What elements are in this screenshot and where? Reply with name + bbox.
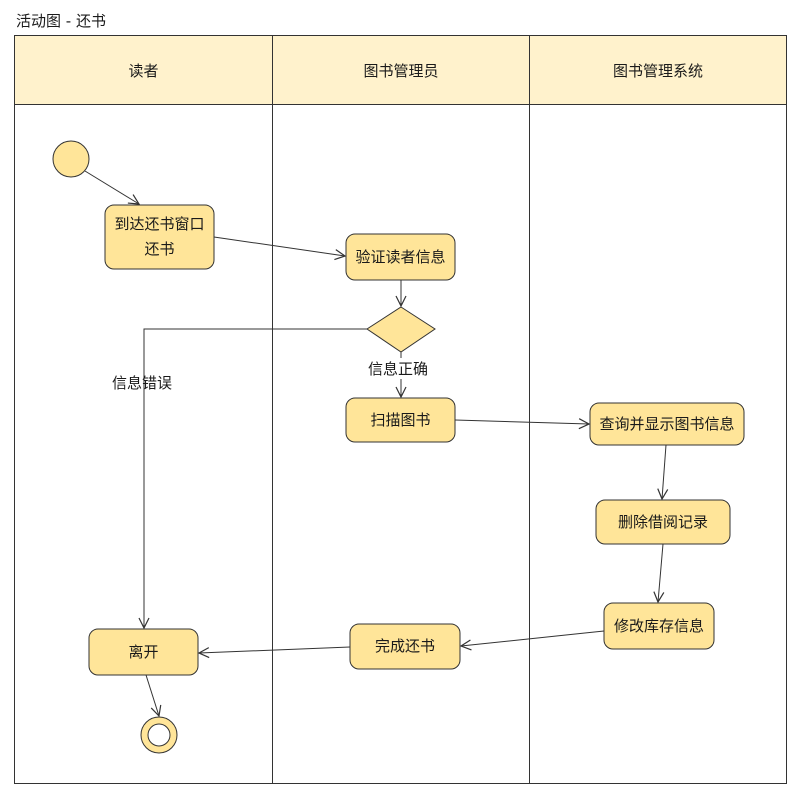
activity-update-label: 修改库存信息: [613, 616, 704, 635]
guard-error-label: 信息错误: [112, 374, 173, 392]
initial-node: [52, 140, 90, 178]
lane-header-background: [14, 35, 787, 105]
edge-query-to-delete: [662, 444, 666, 499]
activity-arrive-label: 到达还书窗口 还书: [114, 215, 205, 258]
lane-header-reader: 读者: [128, 61, 159, 80]
guard-correct-label: 信息正确: [368, 358, 429, 379]
edge-update-to-complete: [461, 630, 605, 646]
edge-delete-to-update: [658, 543, 663, 602]
edge-complete-to-leave: [199, 646, 351, 653]
activity-query-label: 查询并显示图书信息: [599, 414, 735, 433]
activity-scan-label: 扫描图书: [370, 410, 431, 429]
edge-decision-to-leave: [144, 328, 367, 628]
edge-leave-to-end: [145, 674, 159, 716]
lane-header-system: 图书管理系统: [612, 61, 703, 80]
activity-verify-label: 验证读者信息: [355, 247, 446, 266]
activity-leave-label: 离开: [128, 642, 159, 661]
final-node-inner: [147, 723, 171, 747]
lane-header-librarian: 图书管理员: [363, 61, 439, 80]
edge-arrive-to-verify: [213, 236, 345, 256]
activity-delete-label: 删除借阅记录: [617, 512, 708, 531]
edge-scan-to-query: [454, 420, 589, 424]
diagram-title: 活动图 - 还书: [16, 12, 106, 30]
activity-complete-label: 完成还书: [374, 637, 435, 655]
edge-start-to-arrive: [84, 170, 139, 204]
